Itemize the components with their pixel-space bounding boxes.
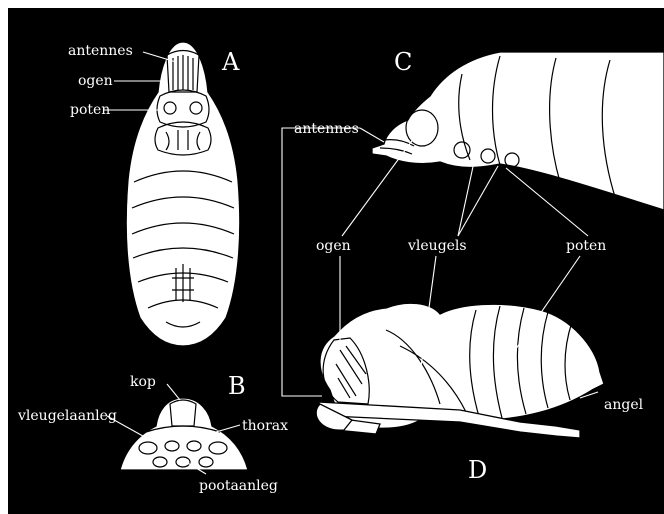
label-a-ogen: ogen (78, 73, 113, 89)
panel-letter-d: D (468, 456, 487, 484)
label-d-ogen: ogen (316, 238, 351, 254)
label-a-poten: poten (70, 102, 110, 118)
label-b-kop: kop (130, 374, 156, 390)
panel-letter-b: B (228, 372, 246, 400)
label-a-antennes: antennes (68, 43, 133, 59)
label-c-antennes: antennes (294, 121, 359, 137)
label-d-poten: poten (566, 238, 606, 254)
panel-letter-a: A (221, 48, 240, 76)
label-b-pootaanleg: pootaanleg (199, 478, 278, 494)
panel-letter-c: C (394, 48, 412, 76)
label-b-vleugelaanleg: vleugelaanleg (17, 408, 117, 424)
label-d-vleugels: vleugels (407, 238, 467, 254)
label-d-angel: angel (604, 397, 644, 413)
label-b-thorax: thorax (242, 418, 288, 434)
